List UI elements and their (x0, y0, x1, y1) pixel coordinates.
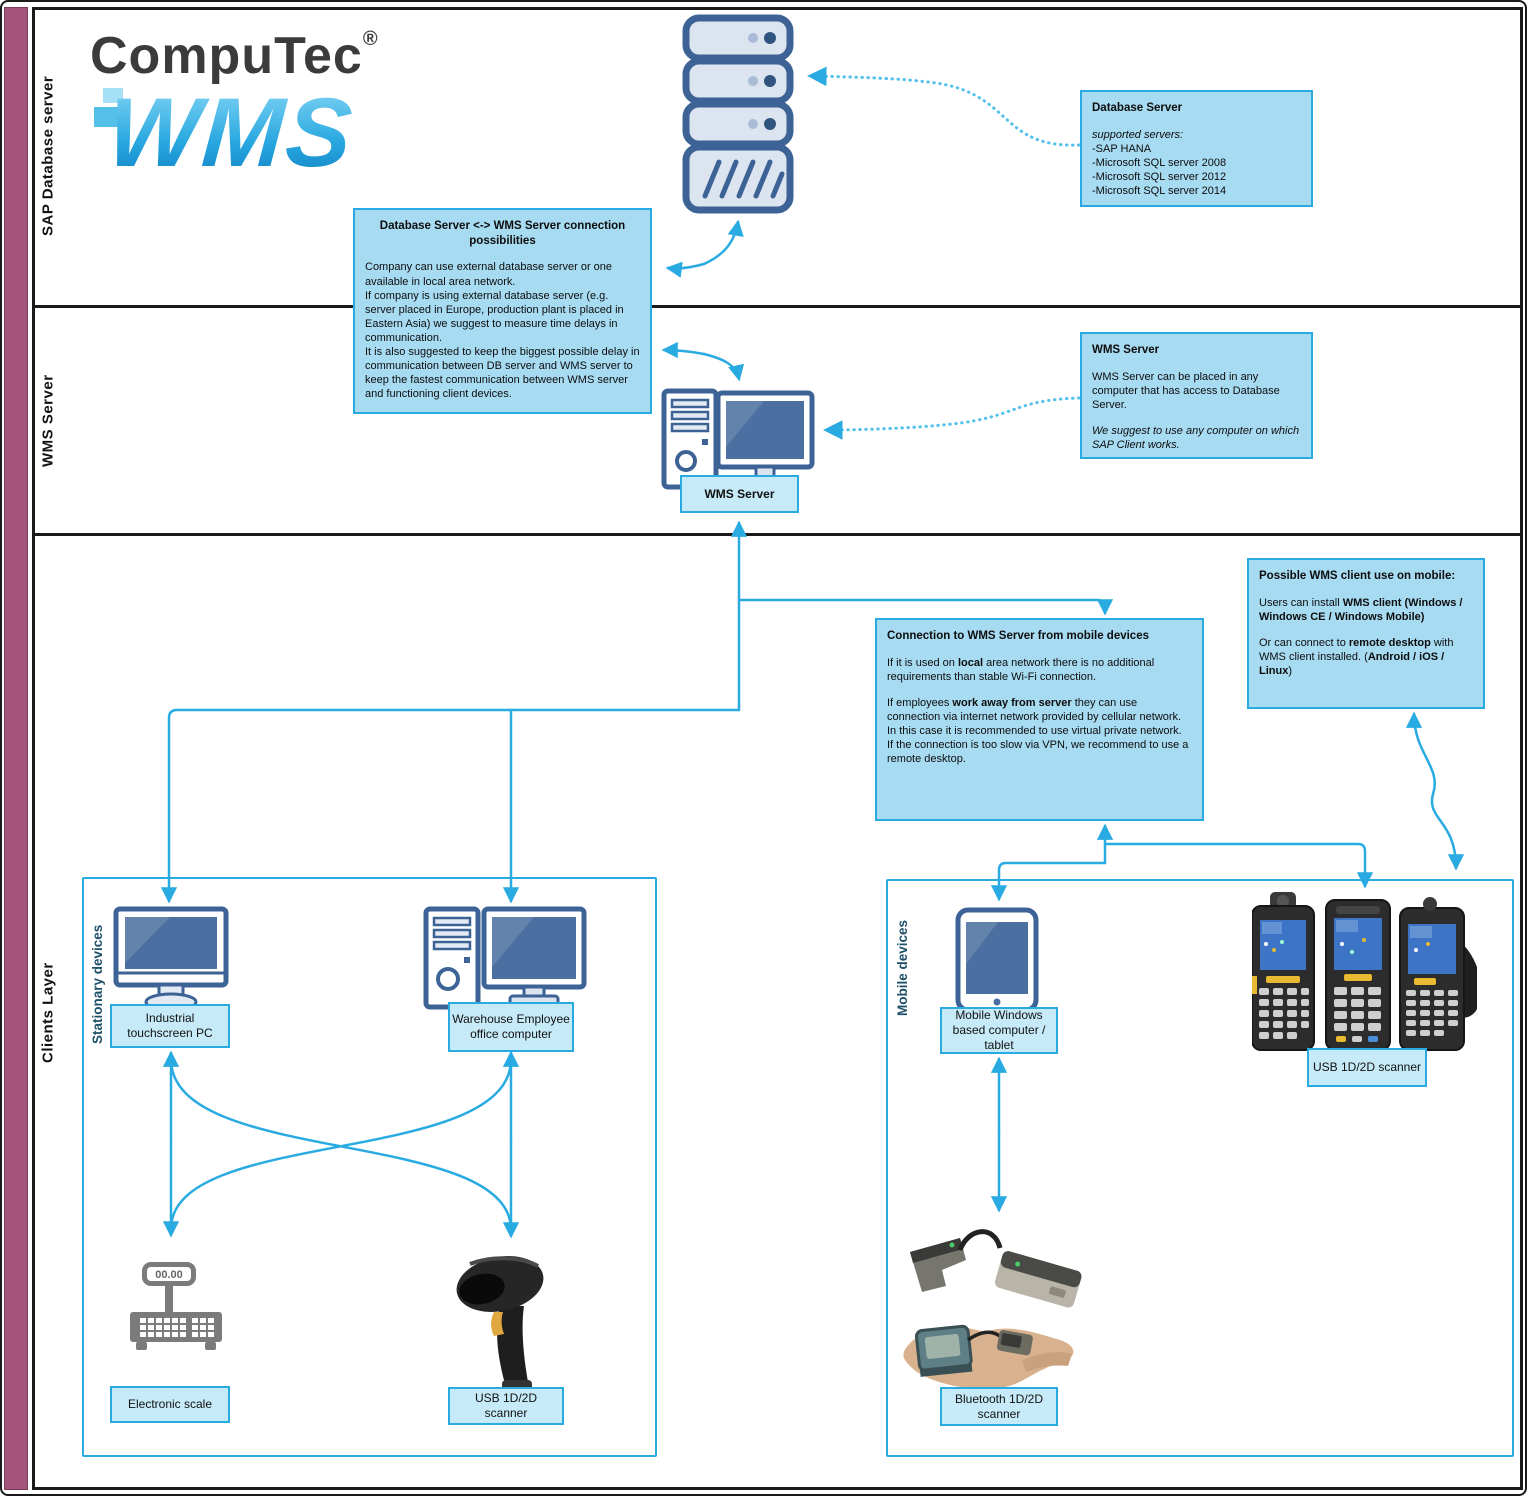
connection-possibilities-p2: If company is using external database se… (365, 289, 624, 344)
usb-scanner-label: USB 1D/2D scanner (448, 1387, 564, 1425)
wms-server-info-p1: WMS Server can be placed in any computer… (1092, 370, 1280, 411)
possible-wms-client-box: Possible WMS client use on mobile: Users… (1247, 558, 1485, 709)
supported-server-item: -Microsoft SQL server 2012 (1092, 170, 1227, 183)
wms-server-info-p2: We suggest to use any computer on which … (1092, 424, 1300, 452)
electronic-scale-icon: 00.00 (130, 1262, 222, 1350)
wms-server-info-title: WMS Server (1092, 344, 1160, 356)
logo-registered-mark: ® (362, 28, 379, 50)
layer-divider-1 (32, 305, 1523, 308)
wms-logo: WMS (104, 77, 358, 187)
logo-plus-icon (94, 107, 118, 127)
connection-possibilities-p3: It is also suggested to keep the biggest… (365, 345, 640, 401)
supported-server-item: -Microsoft SQL server 2014 (1092, 185, 1227, 198)
possible-wms-client-p1: Users can install WMS client (Windows / … (1259, 596, 1463, 623)
mobile-devices-label: Mobile devices (895, 919, 910, 1016)
industrial-touchscreen-pc-label: Industrial touchscreen PC (110, 1004, 230, 1048)
warehouse-office-computer-label: Warehouse Employee office computer (448, 1002, 574, 1052)
connection-possibilities-p1: Company can use external database server… (365, 261, 613, 288)
left-accent-bar (4, 7, 28, 1490)
layer-label-clients-layer: Clients Layer (39, 962, 57, 1064)
logo-plus-icon (103, 88, 123, 103)
stationary-devices-label: Stationary devices (90, 924, 105, 1044)
diagram-frame (32, 7, 1523, 1490)
mobile-connection-p3: If the connection is too slow via VPN, w… (887, 739, 1189, 766)
mobile-connection-p2: If employees work away from server they … (887, 696, 1182, 738)
wms-server-computer-icon (661, 388, 815, 490)
office-computer-icon (423, 906, 587, 1010)
mobile-connection-p1: If it is used on local area network ther… (887, 656, 1155, 683)
layer-label-wms-server: WMS Server (39, 374, 57, 467)
layer-divider-2 (32, 533, 1523, 536)
computec-logo: CompuTec® (90, 26, 379, 86)
wms-server-device-label: WMS Server (680, 475, 799, 513)
supported-servers-label: supported servers: (1092, 128, 1184, 141)
logo-brand-text: CompuTec (90, 27, 363, 85)
bluetooth-scanner-icon (903, 1229, 1082, 1389)
database-server-icon (682, 14, 794, 214)
connection-possibilities-box: Database Server <-> WMS Server connectio… (353, 208, 652, 414)
wms-server-info-box: WMS Server WMS Server can be placed in a… (1080, 332, 1313, 459)
mobile-devices-group (886, 879, 1514, 1457)
layer-label-sap-database-server: SAP Database server (39, 75, 57, 237)
database-server-info-title: Database Server (1092, 102, 1183, 114)
scale-display-value: 00.00 (155, 1269, 183, 1281)
bluetooth-scanner-label: Bluetooth 1D/2D scanner (940, 1387, 1058, 1426)
stationary-devices-group (82, 877, 657, 1457)
mobile-windows-tablet-label: Mobile Windows based computer / tablet (940, 1007, 1058, 1054)
database-server-info-box: Database Server supported servers: -SAP … (1080, 90, 1313, 207)
touchscreen-pc-icon (113, 906, 229, 1012)
possible-wms-client-title: Possible WMS client use on mobile: (1259, 570, 1456, 582)
connection-possibilities-title: Database Server <-> WMS Server connectio… (379, 220, 626, 247)
mobile-connection-title: Connection to WMS Server from mobile dev… (887, 630, 1149, 642)
possible-wms-client-p2: Or can connect to remote desktop with WM… (1259, 636, 1454, 678)
mobile-connection-box: Connection to WMS Server from mobile dev… (875, 618, 1204, 821)
electronic-scale-label: Electronic scale (110, 1386, 230, 1423)
tablet-icon (955, 907, 1039, 1013)
supported-server-item: -Microsoft SQL server 2008 (1092, 156, 1227, 169)
supported-server-item: -SAP HANA (1092, 142, 1152, 155)
mobile-terminals-icon (1252, 892, 1477, 1051)
mobile-usb-scanner-label: USB 1D/2D scanner (1307, 1048, 1427, 1087)
